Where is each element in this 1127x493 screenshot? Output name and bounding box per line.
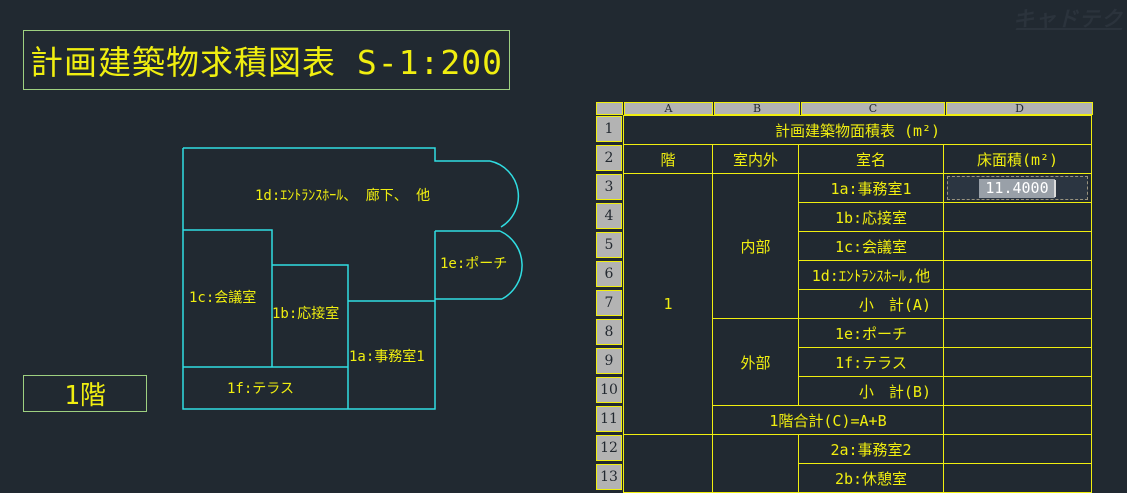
- area-table: 計画建築物面積表 (m²) 階 室内外 室名 床面積(m²) 1 内部 1a:事…: [622, 115, 1093, 493]
- room-label-1d-entrance-hall[interactable]: 1d:ｴﾝﾄﾗﾝｽﾎｰﾙ、 廊下、 他: [255, 188, 431, 204]
- row-header-7[interactable]: 7: [596, 290, 622, 316]
- drawing-title-box[interactable]: 計画建築物求積図表 S-1:200: [23, 30, 510, 90]
- cell-header-room[interactable]: 室名: [798, 144, 944, 174]
- cell-d10-area[interactable]: [942, 376, 1093, 406]
- cell-c9-room[interactable]: 1f:テラス: [798, 347, 944, 377]
- table-row: 計画建築物面積表 (m²): [622, 115, 1093, 145]
- column-header-b[interactable]: B: [714, 102, 800, 115]
- room-label-1c-meeting-room[interactable]: 1c:会議室: [189, 290, 257, 306]
- row-header-6[interactable]: 6: [596, 261, 622, 287]
- cell-b12[interactable]: [712, 434, 799, 493]
- column-header-a[interactable]: A: [624, 102, 713, 115]
- table-row: 1 内部 1a:事務室1 11.4000: [623, 173, 1093, 435]
- cell-c4-room[interactable]: 1b:応接室: [798, 202, 944, 232]
- room-label-1e-porch[interactable]: 1e:ポーチ: [440, 256, 508, 272]
- drawing-title: 計画建築物求積図表 S-1:200: [30, 43, 503, 82]
- table-row: 1階合計(C)=A+B: [624, 405, 1093, 435]
- text-cursor: [1053, 179, 1056, 197]
- cell-d11-area[interactable]: [942, 405, 1093, 435]
- row-header-strip: 1 2 3 4 5 6 7 8 9 10 11 12 13: [596, 115, 623, 490]
- cell-bc11-floor1-total[interactable]: 1階合計(C)=A+B: [712, 405, 944, 435]
- cell-d5-area[interactable]: [942, 231, 1093, 261]
- column-header-d[interactable]: D: [946, 102, 1093, 115]
- cell-c8-room[interactable]: 1e:ポーチ: [798, 318, 944, 348]
- cell-a3-floor1[interactable]: 1: [623, 173, 713, 435]
- floor-label-box[interactable]: 1階: [23, 375, 147, 412]
- cell-c13-room[interactable]: 2b:休憩室: [798, 463, 944, 493]
- room-label-1a-office1[interactable]: 1a:事務室1: [349, 349, 425, 365]
- cell-d9-area[interactable]: [942, 347, 1093, 377]
- cadteku-logo: キャドテク: [1013, 7, 1123, 31]
- column-header-bar: A B C D: [596, 102, 1094, 115]
- cell-b3-interior[interactable]: 内部: [712, 173, 799, 319]
- cell-d8-area[interactable]: [942, 318, 1093, 348]
- cell-c5-room[interactable]: 1c:会議室: [798, 231, 944, 261]
- table-row: 1f:テラス: [624, 347, 1093, 377]
- cell-c6-room[interactable]: 1d:ｴﾝﾄﾗﾝｽﾎｰﾙ,他: [798, 260, 944, 290]
- room-label-1f-terrace[interactable]: 1f:テラス: [227, 381, 295, 397]
- row-header-8[interactable]: 8: [596, 319, 622, 345]
- cell-d3-area[interactable]: 11.4000: [942, 173, 1093, 203]
- cell-table-title[interactable]: 計画建築物面積表 (m²): [622, 115, 1093, 145]
- row-header-2[interactable]: 2: [596, 145, 622, 171]
- editor-selected-value: 11.4000: [979, 178, 1055, 198]
- cell-d13-area[interactable]: [942, 463, 1093, 493]
- row-header-12[interactable]: 12: [596, 435, 622, 461]
- row-header-4[interactable]: 4: [596, 203, 622, 229]
- corner-header-cell[interactable]: [596, 102, 623, 115]
- column-header-c[interactable]: C: [801, 102, 945, 115]
- room-label-1b-reception-room[interactable]: 1b:応接室: [272, 306, 340, 322]
- row-header-10[interactable]: 10: [596, 377, 622, 403]
- table-row: 1c:会議室: [624, 231, 1093, 261]
- row-header-5[interactable]: 5: [596, 232, 622, 258]
- floor-plan-walls: [182, 147, 523, 410]
- table-row: 2a:事務室2: [623, 434, 1093, 493]
- cadteku-logo-underline: [1015, 28, 1123, 30]
- row-header-3[interactable]: 3: [596, 174, 622, 200]
- cell-header-inout[interactable]: 室内外: [712, 144, 799, 174]
- cell-b8-exterior[interactable]: 外部: [712, 318, 799, 406]
- cell-header-floor[interactable]: 階: [623, 144, 713, 174]
- cell-editor[interactable]: 11.4000: [947, 176, 1089, 200]
- cell-d4-area[interactable]: [942, 202, 1093, 232]
- cell-c12-room[interactable]: 2a:事務室2: [798, 434, 944, 464]
- table-row: 階 室内外 室名 床面積(m²): [623, 144, 1093, 174]
- row-header-1[interactable]: 1: [596, 116, 622, 142]
- floor-label: 1階: [64, 381, 106, 411]
- cell-d6-area[interactable]: [942, 260, 1093, 290]
- floor-plan-drawing[interactable]: [160, 140, 545, 430]
- cell-d7-area[interactable]: [942, 289, 1093, 319]
- row-header-9[interactable]: 9: [596, 348, 622, 374]
- cell-c3-room[interactable]: 1a:事務室1: [798, 173, 944, 203]
- cell-c10-subtotal-b[interactable]: 小 計(B): [798, 376, 944, 406]
- cell-header-area[interactable]: 床面積(m²): [942, 144, 1093, 174]
- cell-d12-area[interactable]: [942, 434, 1093, 464]
- cell-a12-floor2[interactable]: [623, 434, 713, 493]
- row-header-13[interactable]: 13: [596, 464, 622, 490]
- table-row: 小 計(B): [624, 376, 1093, 406]
- row-header-11[interactable]: 11: [596, 406, 622, 432]
- cell-c7-subtotal-a[interactable]: 小 計(A): [798, 289, 944, 319]
